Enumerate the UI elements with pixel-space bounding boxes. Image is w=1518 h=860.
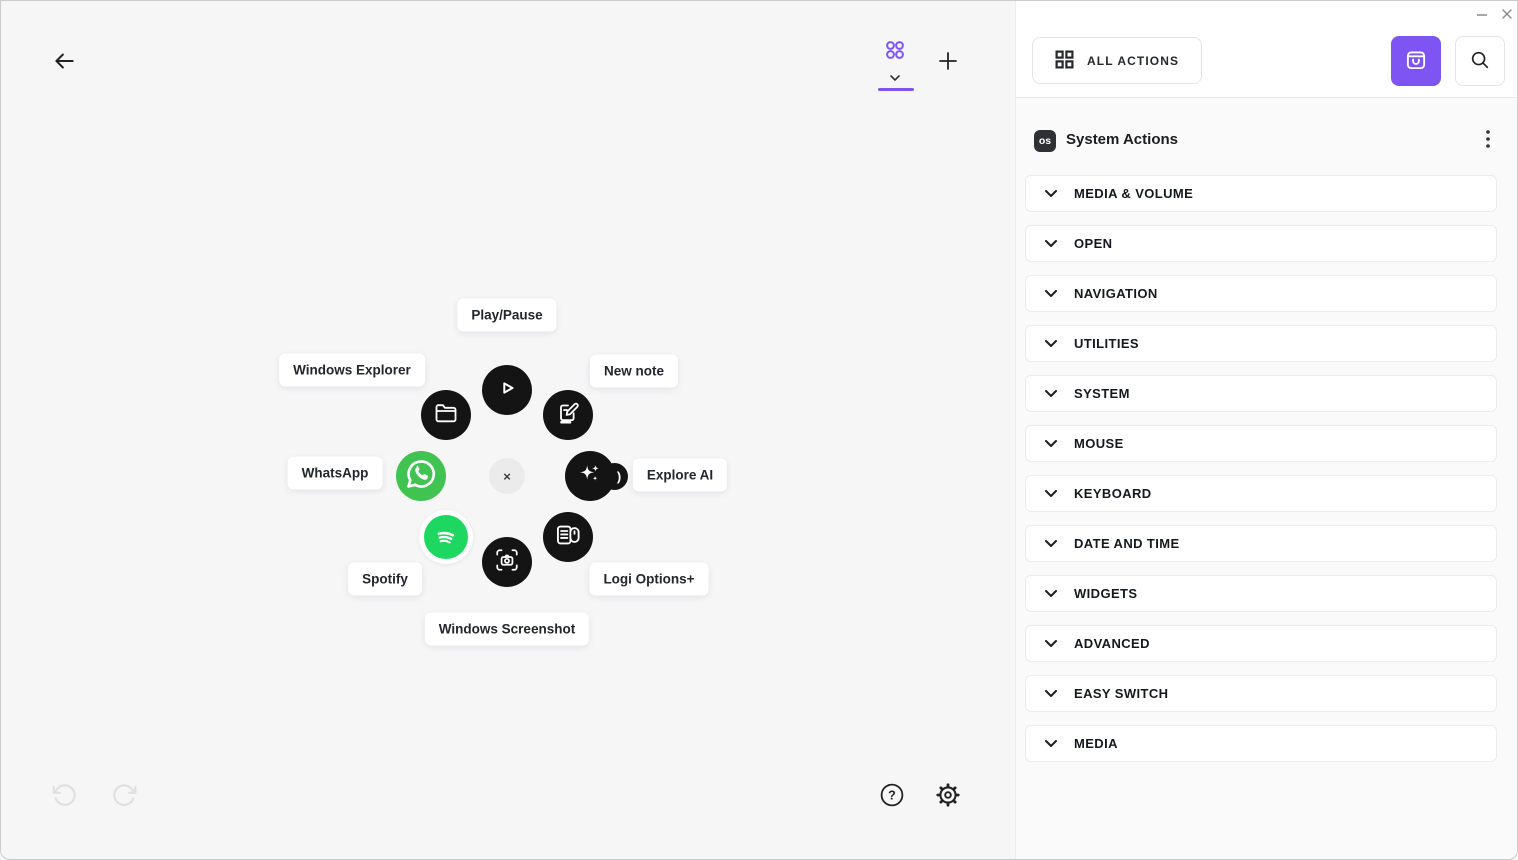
gear-icon <box>935 782 961 813</box>
ring-label-new-note: New note <box>589 354 679 388</box>
all-actions-button[interactable]: ALL ACTIONS <box>1032 37 1203 84</box>
category-easy-switch[interactable]: EASY SWITCH <box>1025 675 1497 712</box>
close-icon <box>1501 7 1513 25</box>
chevron-down-icon <box>890 68 900 86</box>
kebab-icon <box>1486 129 1490 153</box>
undo-icon <box>51 782 77 813</box>
category-advanced[interactable]: ADVANCED <box>1025 625 1497 662</box>
window-minimize-button[interactable] <box>1472 7 1492 27</box>
chevron-down-icon <box>1045 540 1057 547</box>
all-actions-label: ALL ACTIONS <box>1087 53 1180 68</box>
grid-rings-icon <box>884 39 906 66</box>
active-tab-underline <box>878 88 914 91</box>
folder-icon <box>434 401 458 430</box>
ring-label-windows-screenshot: Windows Screenshot <box>424 612 590 646</box>
chevron-down-icon <box>1045 240 1057 247</box>
sparkles-icon <box>577 461 603 492</box>
chevron-down-icon <box>1045 640 1057 647</box>
stacked-action-peek: ) <box>601 463 628 490</box>
chevron-down-icon <box>1045 590 1057 597</box>
tab-actions-ring[interactable] <box>879 40 911 81</box>
ring-label-explore-ai: Explore AI <box>632 458 728 492</box>
add-ring-button[interactable] <box>934 49 962 77</box>
category-widgets[interactable]: WIDGETS <box>1025 575 1497 612</box>
ring-action-new-note[interactable] <box>543 390 593 440</box>
chevron-down-icon <box>1045 390 1057 397</box>
ring-action-whatsapp[interactable] <box>396 451 446 501</box>
chevron-down-icon <box>1045 340 1057 347</box>
back-button[interactable] <box>46 45 82 81</box>
ring-action-logi-options[interactable] <box>543 512 593 562</box>
spotify-icon <box>424 515 468 559</box>
category-utilities[interactable]: UTILITIES <box>1025 325 1497 362</box>
group-menu-button[interactable] <box>1476 129 1500 153</box>
chevron-down-icon <box>1045 290 1057 297</box>
play-icon <box>495 376 519 405</box>
window-close-button[interactable] <box>1497 6 1517 26</box>
note-edit-icon <box>556 401 580 430</box>
ring-clear-button[interactable]: × <box>489 458 525 494</box>
search-icon <box>1469 49 1491 74</box>
ring-label-logi-options: Logi Options+ <box>589 562 709 596</box>
redo-icon <box>112 782 138 813</box>
ring-label-play-pause: Play/Pause <box>457 298 557 332</box>
grid-squares-icon <box>1055 50 1074 72</box>
help-icon: ? <box>879 782 905 813</box>
ring-action-windows-screenshot[interactable] <box>482 537 532 587</box>
whatsapp-icon <box>404 457 438 496</box>
arrow-left-icon <box>51 48 77 79</box>
chevron-down-icon <box>1045 690 1057 697</box>
system-actions-header: os System Actions <box>1016 119 1517 163</box>
logi-options-icon <box>555 522 581 553</box>
settings-button[interactable] <box>935 782 961 813</box>
actions-panel: ALL ACTIONS os System Actions <box>1015 1 1517 859</box>
group-title: System Actions <box>1066 131 1178 148</box>
ring-action-play-pause[interactable] <box>482 365 532 415</box>
crescent-icon: ) <box>616 469 622 484</box>
undo-button[interactable] <box>51 782 77 813</box>
category-media-volume[interactable]: MEDIA & VOLUME <box>1025 175 1497 212</box>
redo-button[interactable] <box>112 782 138 813</box>
chevron-down-icon <box>1045 190 1057 197</box>
screenshot-icon <box>494 547 520 578</box>
minimize-icon <box>1476 8 1488 26</box>
ring-label-spotify: Spotify <box>348 562 422 596</box>
help-button[interactable]: ? <box>879 782 905 813</box>
category-media[interactable]: MEDIA <box>1025 725 1497 762</box>
chevron-down-icon <box>1045 440 1057 447</box>
plus-icon <box>936 49 960 78</box>
category-date-and-time[interactable]: DATE AND TIME <box>1025 525 1497 562</box>
marketplace-button[interactable] <box>1391 36 1441 86</box>
os-badge: os <box>1034 130 1056 152</box>
category-keyboard[interactable]: KEYBOARD <box>1025 475 1497 512</box>
search-button[interactable] <box>1455 36 1505 86</box>
category-mouse[interactable]: MOUSE <box>1025 425 1497 462</box>
category-system[interactable]: SYSTEM <box>1025 375 1497 412</box>
ring-action-windows-explorer[interactable] <box>421 390 471 440</box>
ring-label-windows-explorer: Windows Explorer <box>279 353 425 387</box>
svg-text:?: ? <box>888 788 896 802</box>
panel-toolbar: ALL ACTIONS <box>1016 1 1517 98</box>
ring-action-spotify[interactable] <box>419 510 473 564</box>
ring-label-whatsapp: WhatsApp <box>287 456 383 490</box>
bag-icon <box>1403 47 1429 76</box>
chevron-down-icon <box>1045 740 1057 747</box>
chevron-down-icon <box>1045 490 1057 497</box>
ring-editor-canvas: ) × Play/Pause Windows Explorer New <box>1 1 1015 859</box>
category-navigation[interactable]: NAVIGATION <box>1025 275 1497 312</box>
ring-action-explore-ai[interactable]: ) <box>565 451 628 501</box>
category-open[interactable]: OPEN <box>1025 225 1497 262</box>
close-icon: × <box>503 468 511 484</box>
